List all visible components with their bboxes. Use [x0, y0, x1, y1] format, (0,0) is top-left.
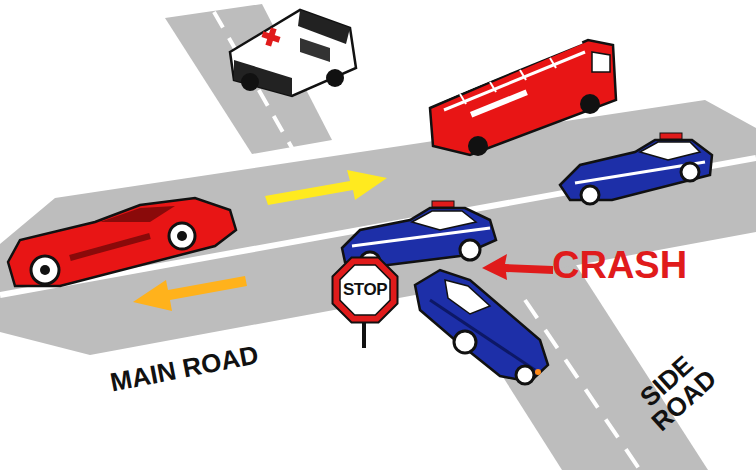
fire-truck-body — [430, 40, 616, 155]
main-road — [0, 100, 756, 355]
ambulance-roof — [298, 10, 350, 44]
light-bar — [432, 201, 454, 207]
stop-sign: STOP — [331, 256, 399, 324]
hub — [177, 231, 187, 241]
wheel — [454, 331, 476, 353]
sign-inner — [340, 265, 390, 315]
ambulance — [230, 10, 356, 96]
side-road-line — [525, 300, 640, 470]
ladder — [460, 94, 466, 104]
sign-face — [333, 258, 398, 323]
car-window — [445, 280, 490, 314]
car-window — [100, 206, 175, 222]
crashing-car — [415, 270, 548, 384]
road-name: SIDE ROAD — [628, 344, 722, 436]
road-name: MAIN ROAD — [108, 328, 329, 396]
wheel — [326, 69, 344, 87]
crash-label: CRASH — [552, 246, 712, 284]
ladder — [550, 58, 556, 68]
fire-truck — [430, 40, 616, 156]
cab-window — [592, 52, 610, 72]
car-body — [8, 198, 236, 286]
wheel — [460, 240, 480, 260]
sports-car — [8, 198, 236, 286]
ambulance-stripe — [234, 60, 292, 96]
hub — [40, 265, 50, 275]
wheel — [581, 186, 599, 204]
wheel — [31, 256, 59, 284]
direction-arrow — [265, 170, 387, 205]
car-stripe — [430, 300, 535, 370]
police-car — [560, 133, 712, 204]
side-panel — [470, 90, 528, 118]
car-stripe — [575, 162, 705, 183]
car-window — [412, 211, 476, 230]
light-bar — [660, 133, 682, 139]
wheel — [169, 223, 195, 249]
ladder — [440, 42, 582, 100]
direction-arrow — [133, 276, 247, 311]
ambulance-window — [300, 38, 330, 62]
ladder — [444, 52, 585, 110]
tail-light — [535, 369, 541, 375]
wheel — [580, 94, 600, 114]
crash-arrow — [482, 254, 553, 280]
wheel — [516, 366, 534, 384]
car-detail — [70, 236, 150, 258]
ladder — [490, 82, 496, 92]
ladder — [520, 70, 526, 80]
car-window — [640, 142, 700, 160]
wheel — [681, 163, 699, 181]
ambulance-body — [230, 10, 356, 96]
red-cross — [265, 28, 276, 47]
wheel — [241, 73, 259, 91]
sign-text: STOP — [343, 280, 387, 300]
wheel — [468, 136, 488, 156]
